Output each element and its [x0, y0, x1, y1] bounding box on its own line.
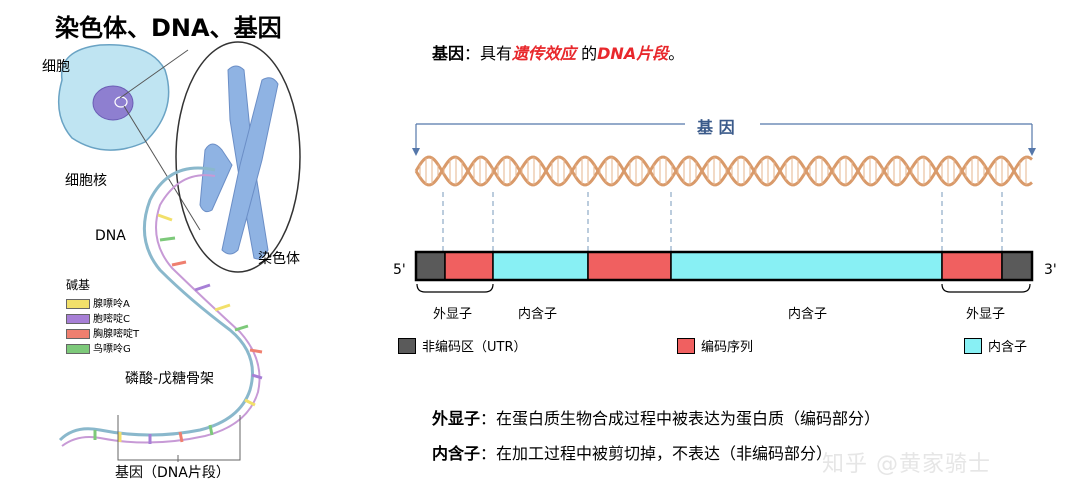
base-item-g: 鸟嘌呤G [66, 340, 139, 355]
helix-strand-1 [414, 155, 1033, 187]
segment-coding [444, 251, 494, 281]
legend-swatch-utr [398, 337, 416, 354]
label-exon-right: 外显子 [966, 307, 1006, 322]
segment-coding [587, 251, 672, 281]
label-chromosome: 染色体 [258, 251, 300, 267]
label-gene-segment: 基因（DNA片段） [115, 465, 230, 481]
dna-helix [414, 155, 1033, 187]
label-intron-1: 内含子 [518, 307, 558, 322]
bases-legend-title: 碱基 [66, 278, 91, 292]
dna-rungs [93, 213, 263, 444]
def-highlight-2: DNA片段 [597, 44, 669, 63]
bracket-exon-left [416, 283, 494, 293]
gene-bar [415, 251, 1033, 281]
label-exon-left: 外显子 [433, 307, 473, 322]
swatch-a [66, 299, 90, 309]
label-intron-2: 内含子 [788, 307, 828, 322]
bases-legend: 碱基 腺嘌呤A 胞嘧啶C 胸腺嘧啶T 鸟嘌呤G [66, 276, 139, 355]
segment-intron [492, 251, 589, 281]
def-term: 基因 [432, 44, 465, 63]
legend-coding: 编码序列 [677, 336, 753, 355]
base-item-a: 腺嘌呤A [66, 295, 139, 310]
legend-swatch-intron [964, 337, 982, 354]
segment-utr [415, 251, 446, 281]
segment-coding [941, 251, 1003, 281]
gene-definition: 基因：具有遗传效应 的DNA片段。 [432, 44, 685, 63]
five-prime-label: 5' [393, 262, 406, 278]
dashed-guides [442, 192, 1003, 252]
swatch-t [66, 329, 90, 339]
label-cell: 细胞 [42, 59, 70, 75]
def-highlight-1: 遗传效应 [512, 44, 577, 63]
base-item-c: 胞嘧啶C [66, 310, 139, 325]
helix-strand-2 [414, 155, 1033, 187]
label-dna: DNA [95, 228, 126, 244]
zoom-ellipse [175, 41, 301, 273]
gene-label: 基 因 [693, 114, 739, 138]
three-prime-label: 3' [1044, 262, 1057, 278]
page-title: 染色体、DNA、基因 [55, 14, 282, 42]
legend-utr: 非编码区（UTR） [398, 336, 527, 355]
note-exon: 外显子：在蛋白质生物合成过程中被表达为蛋白质（编码部分） [432, 409, 881, 428]
legend-swatch-coding [677, 337, 695, 354]
note-intron: 内含子：在加工过程中被剪切掉，不表达（非编码部分） [432, 444, 833, 463]
swatch-g [66, 344, 90, 354]
chromosome-shape [199, 65, 279, 260]
swatch-c [66, 314, 90, 324]
label-backbone: 磷酸-戊糖骨架 [125, 371, 215, 387]
watermark: 知乎 @黄家骑士 [822, 452, 991, 477]
nucleus-shape [92, 85, 134, 121]
segment-utr [1001, 251, 1033, 281]
legend-intron: 内含子 [964, 336, 1027, 355]
label-nucleus: 细胞核 [65, 173, 107, 189]
bracket-exon-right [941, 283, 1031, 293]
base-item-t: 胸腺嘧啶T [66, 325, 139, 340]
segment-intron [670, 251, 943, 281]
